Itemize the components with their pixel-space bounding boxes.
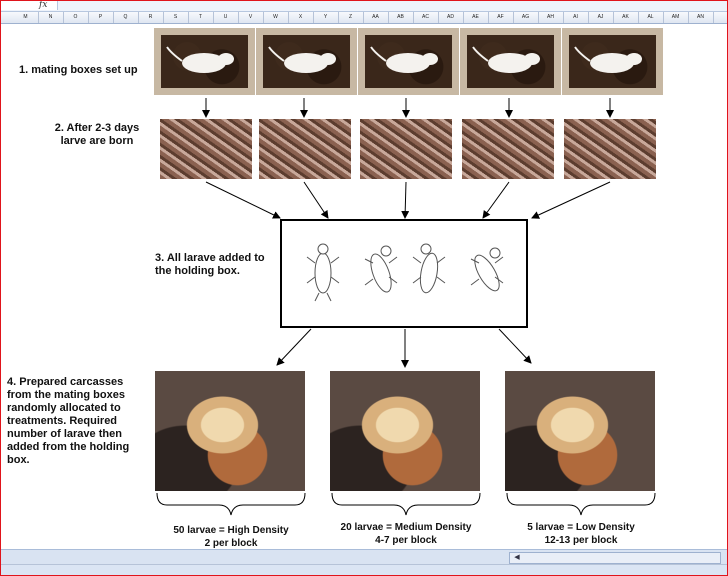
arrow [205,181,281,219]
column-header[interactable]: AG [513,12,539,23]
beetle-icon [470,247,504,292]
step-4-label: 4. Prepared carcasses from the mating bo… [7,376,130,466]
arrow [482,181,510,219]
larvae-photo [160,119,252,179]
mating-box-photo [256,28,357,95]
treatment-medium: 20 larvae = Medium Density 4-7 per block [316,521,496,547]
fx-icon[interactable]: fx [39,0,48,10]
column-header[interactable]: AC [413,12,439,23]
larvae-photo [462,119,554,179]
carcass-photo-low [505,371,655,491]
carcass-photo-high [155,371,305,491]
larvae-photo [360,119,452,179]
scroll-left-icon[interactable]: ◀ [514,554,520,561]
column-header[interactable]: V [238,12,264,23]
column-header[interactable]: AE [463,12,489,23]
column-header[interactable]: AA [363,12,389,23]
mouse-icon [370,46,438,73]
step-1-label: 1. mating boxes set up [19,64,138,76]
treatment-low: 5 larvae = Low Density 12-13 per block [491,521,671,547]
column-header[interactable]: X [288,12,314,23]
scrollbar-track[interactable]: ◀ [509,552,721,564]
column-header[interactable]: AB [388,12,414,23]
step-2-label: 2. After 2-3 days larve are born [54,122,140,147]
column-header[interactable]: W [263,12,289,23]
column-header[interactable]: M [13,12,39,23]
horizontal-scrollbar[interactable]: ◀ [1,549,727,564]
larvae-photo [564,119,656,179]
treatment-count: 50 larvae = High Density [173,525,289,536]
beetle-icon [306,243,340,302]
treatment-per-block: 4-7 per block [375,535,437,546]
column-header[interactable]: AK [613,12,639,23]
column-header[interactable]: AN [688,12,714,23]
column-header[interactable]: P [88,12,114,23]
arrow [401,181,410,219]
arrow [531,181,611,219]
formula-bar[interactable]: fx [1,1,727,12]
treatment-count: 5 larvae = Low Density [527,522,635,533]
column-header[interactable]: Z [338,12,364,23]
column-header[interactable]: Q [113,12,139,23]
column-header[interactable]: S [163,12,189,23]
column-header[interactable]: O [63,12,89,23]
carcass-photo-medium [330,371,480,491]
step-3-label: 3. All larave added to the holding box. [155,252,265,277]
brace [331,492,481,516]
column-header[interactable]: AF [488,12,514,23]
mouse-icon [574,46,642,73]
column-header[interactable]: AH [538,12,564,23]
column-header[interactable]: T [188,12,214,23]
arrow [498,328,532,364]
treatment-per-block: 12-13 per block [544,535,618,546]
column-header[interactable]: N [38,12,64,23]
brace [506,492,656,516]
arrow [303,181,329,219]
column-header[interactable]: Y [313,12,339,23]
mouse-icon [166,46,234,73]
larvae-photo [259,119,351,179]
column-header[interactable]: U [213,12,239,23]
beetle-icon [412,243,446,294]
beetle-icon [364,245,398,293]
column-header[interactable]: AJ [588,12,614,23]
treatment-count: 20 larvae = Medium Density [340,522,472,533]
column-header[interactable]: AI [563,12,589,23]
treatment-high: 50 larvae = High Density 2 per block [141,524,321,550]
brace [156,492,306,516]
mouse-icon [268,46,336,73]
column-header[interactable]: R [138,12,164,23]
column-header[interactable]: AM [663,12,689,23]
treatment-per-block: 2 per block [204,538,258,549]
column-header[interactable]: AL [638,12,664,23]
status-bar [1,564,727,575]
arrow [276,328,312,366]
mouse-icon [472,46,540,73]
column-header[interactable]: AD [438,12,464,23]
name-box[interactable]: fx [1,1,58,10]
